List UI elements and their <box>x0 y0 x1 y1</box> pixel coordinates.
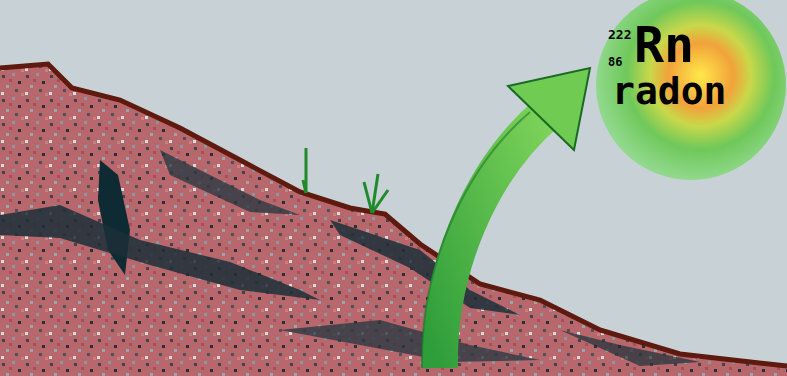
element-text: Rn <box>634 20 694 70</box>
element-text: 222 <box>608 28 631 41</box>
ground-line <box>0 64 787 366</box>
rock-veins <box>0 150 700 366</box>
arrow-head <box>508 68 590 150</box>
element-text: 86 <box>608 56 622 68</box>
element-text: radon <box>612 72 726 110</box>
element-badge: 222 86 Rnradon <box>596 0 786 180</box>
grass <box>303 148 388 213</box>
